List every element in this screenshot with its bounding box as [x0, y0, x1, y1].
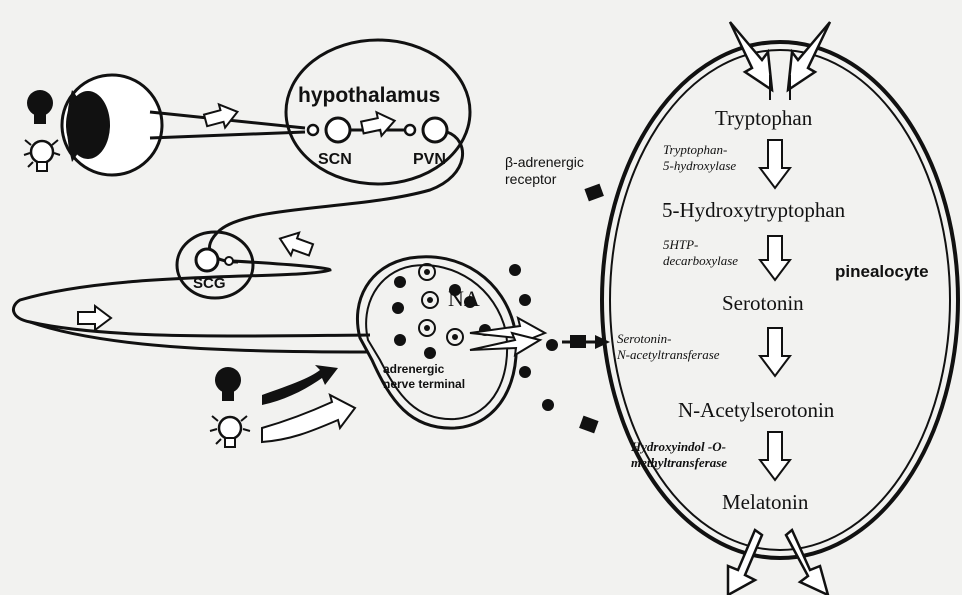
- pvn-label: PVN: [413, 152, 446, 168]
- enzyme-2-line1: 5HTP-: [663, 238, 698, 251]
- inhibition-arrow-icon: [262, 395, 355, 442]
- scg-label: SCG: [193, 276, 226, 291]
- compound-5-hydroxytryptophan: 5-Hydroxytryptophan: [662, 200, 845, 221]
- hypothalamus-label: hypothalamus: [298, 85, 440, 106]
- na-label: NA: [448, 288, 480, 310]
- lightbulb-lit-icon: [210, 416, 250, 447]
- enzyme-1-line2: 5-hydroxylase: [663, 159, 736, 172]
- lightbulb-lit-icon: [24, 140, 60, 171]
- compound-serotonin: Serotonin: [722, 293, 804, 314]
- receptor-label-line1: β-adrenergic: [505, 155, 584, 169]
- stimulation-arrow-icon: [262, 365, 338, 405]
- enzyme-4-line2: methyltransferase: [631, 456, 727, 469]
- terminal-label-line1: adrenergic: [383, 363, 444, 375]
- terminal-label-line2: nerve terminal: [383, 378, 465, 390]
- compound-n-acetylserotonin: N-Acetylserotonin: [678, 400, 834, 421]
- enzyme-2-line2: decarboxylase: [663, 254, 738, 267]
- pinealocyte-label: pinealocyte: [835, 263, 929, 280]
- compound-tryptophan: Tryptophan: [715, 108, 812, 129]
- lightbulb-dark-icon: [27, 90, 53, 124]
- enzyme-3-line2: N-acetyltransferase: [617, 348, 720, 361]
- scn-label: SCN: [318, 152, 352, 168]
- receptor-label-line2: receptor: [505, 172, 556, 186]
- enzyme-3-line1: Serotonin-: [617, 332, 671, 345]
- enzyme-1-line1: Tryptophan-: [663, 143, 727, 156]
- eye-icon: [62, 75, 162, 175]
- lightbulb-dark-icon: [215, 367, 241, 401]
- enzyme-4-line1: Hydroxyindol -O-: [631, 440, 726, 453]
- compound-melatonin: Melatonin: [722, 492, 808, 513]
